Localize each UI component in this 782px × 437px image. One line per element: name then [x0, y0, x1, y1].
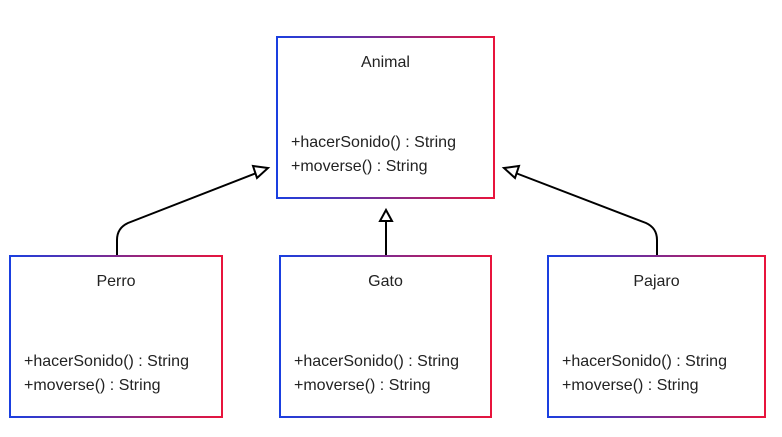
methods-pajaro: +hacerSonido() : String +moverse() : Str… — [562, 350, 782, 398]
class-name-text: Pajaro — [633, 273, 680, 290]
class-box-animal[interactable] — [276, 36, 495, 199]
method-text: +moverse() : String — [294, 377, 431, 394]
class-name-text: Gato — [368, 273, 403, 290]
connector-line-perro — [116, 171, 260, 255]
method-text: +hacerSonido() : String — [562, 353, 727, 370]
inheritance-gato-to-animal[interactable] — [378, 207, 394, 255]
class-name-text: Animal — [361, 54, 410, 71]
class-box-pajaro[interactable] — [547, 255, 766, 418]
class-name-animal: Animal — [277, 37, 494, 89]
class-name-perro: Perro — [10, 256, 222, 308]
class-box-gato[interactable] — [279, 255, 492, 418]
methods-animal: +hacerSonido() : String +moverse() : Str… — [291, 131, 782, 179]
inheritance-perro-to-animal[interactable] — [116, 164, 271, 255]
hollow-arrowhead-icon — [501, 164, 521, 180]
hollow-arrowhead-icon — [378, 207, 394, 222]
hollow-arrowhead-icon — [251, 164, 271, 180]
method-text: +hacerSonido() : String — [294, 353, 459, 370]
method-text: +moverse() : String — [24, 377, 161, 394]
connector-line-pajaro — [512, 171, 658, 255]
method-text: +hacerSonido() : String — [291, 134, 456, 151]
class-box-perro[interactable] — [9, 255, 223, 418]
class-name-text: Perro — [96, 273, 136, 290]
methods-gato: +hacerSonido() : String +moverse() : Str… — [294, 350, 782, 398]
method-text: +moverse() : String — [562, 377, 699, 394]
class-name-pajaro: Pajaro — [548, 256, 765, 308]
methods-perro: +hacerSonido() : String +moverse() : Str… — [24, 350, 782, 398]
inheritance-pajaro-to-animal[interactable] — [501, 164, 658, 255]
method-text: +hacerSonido() : String — [24, 353, 189, 370]
method-text: +moverse() : String — [291, 158, 428, 175]
class-name-gato: Gato — [280, 256, 491, 308]
